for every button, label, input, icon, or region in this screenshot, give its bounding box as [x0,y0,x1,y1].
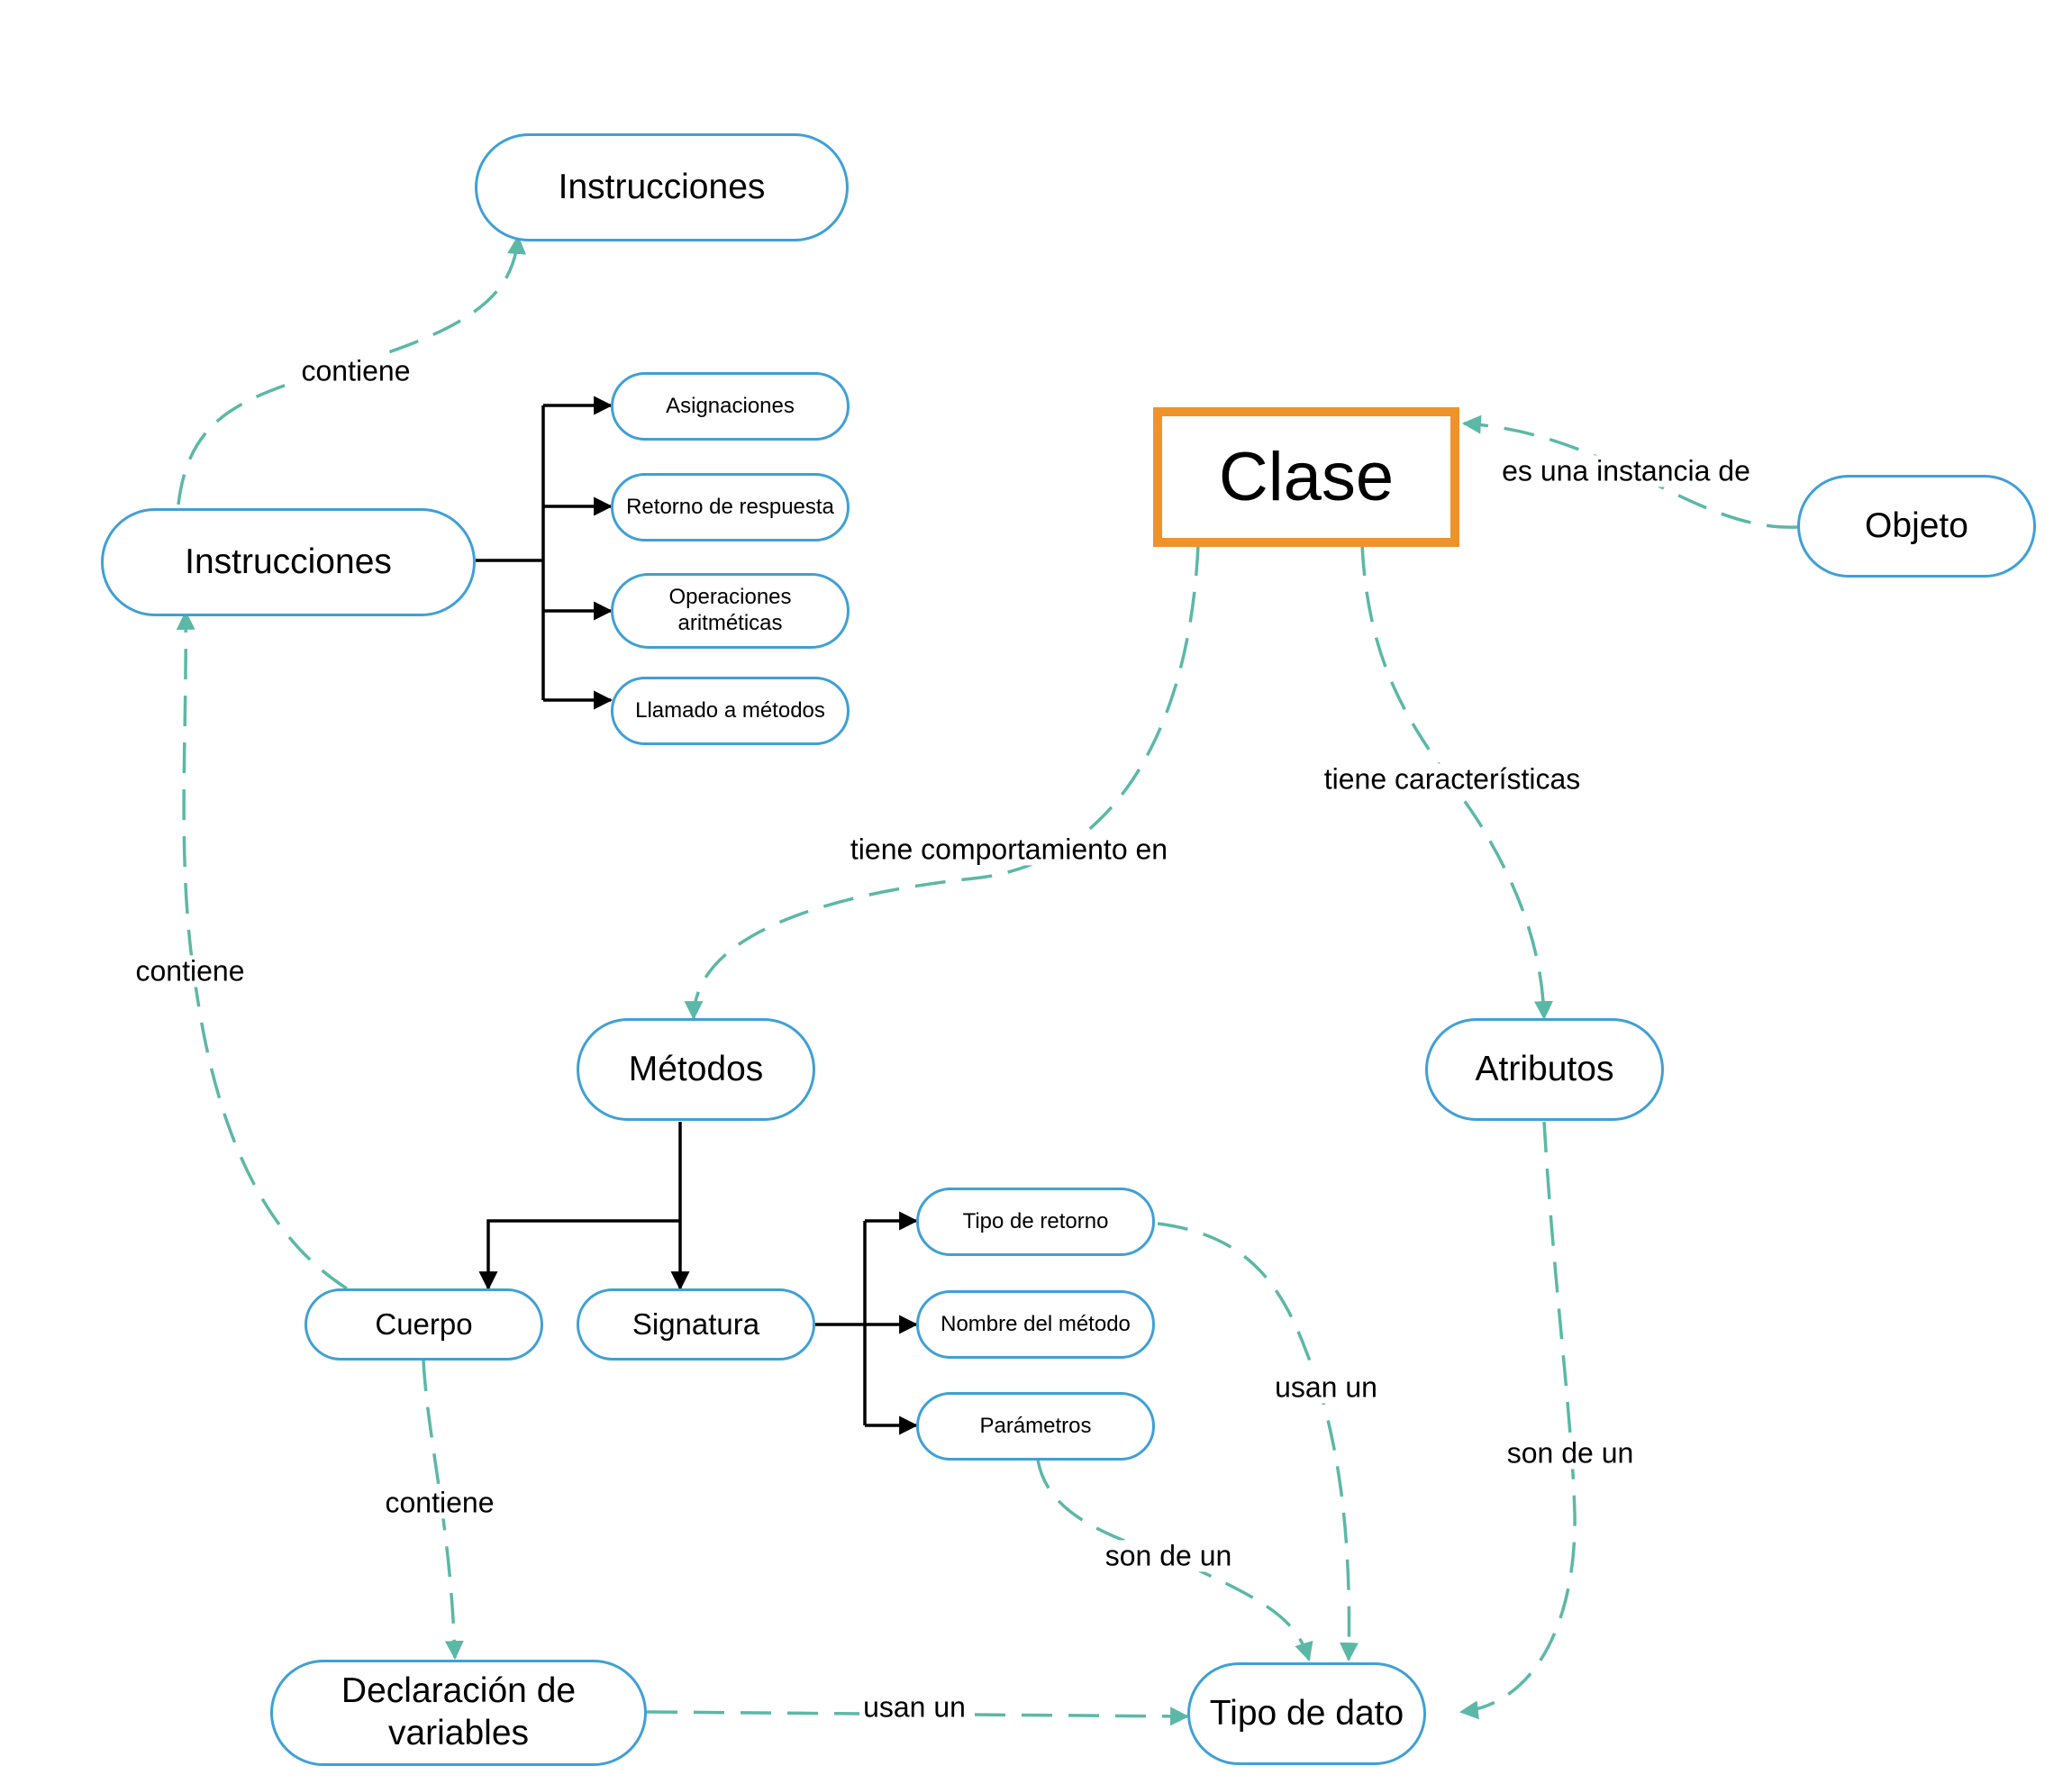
edge-clase-metodos [684,544,1200,1021]
node-signatura[interactable]: Signatura [577,1288,815,1361]
node-declaracion-variables[interactable]: Declaración de variables [270,1660,647,1766]
edge-label-son-de-un-param: son de un [1101,1540,1236,1572]
edge-label-caracteristicas: tiene características [1320,763,1585,796]
edge-label-contiene-bottom: contiene [381,1487,498,1519]
edge-cuerpo-declaracion [422,1360,464,1661]
node-objeto[interactable]: Objeto [1797,475,2036,578]
edge-cuerpo-instrucciones [176,610,348,1290]
edge-clase-atributos [1360,544,1553,1021]
node-llamado-metodos[interactable]: Llamado a métodos [611,677,850,745]
node-tipo-dato[interactable]: Tipo de dato [1187,1662,1426,1765]
node-instrucciones-mid[interactable]: Instrucciones [101,508,476,616]
node-atributos[interactable]: Atributos [1425,1018,1664,1121]
edge-declaracion-tipodato [646,1707,1190,1726]
node-clase[interactable]: Clase [1153,407,1459,547]
node-cuerpo[interactable]: Cuerpo [304,1288,543,1361]
node-parametros[interactable]: Parámetros [916,1392,1155,1461]
edge-label-usan-un-bottom: usan un [859,1691,969,1724]
edge-label-usan-un-right: usan un [1271,1371,1381,1404]
edge-label-son-de-un-attr: son de un [1503,1437,1638,1470]
node-operaciones[interactable]: Operaciones aritméticas [611,573,850,649]
node-instrucciones-top[interactable]: Instrucciones [475,133,849,241]
node-metodos[interactable]: Métodos [577,1018,815,1121]
edge-tiporetorno-tipodato [1157,1222,1359,1662]
node-asignaciones[interactable]: Asignaciones [611,372,850,441]
edge-label-contiene-mid: contiene [132,955,249,988]
edge-label-contiene-top: contiene [297,355,414,387]
edge-atributos-tipodato [1459,1121,1577,1720]
connector-metodos-cuerpo [478,1219,680,1291]
edge-label-instancia: es una instancia de [1498,455,1754,487]
node-retorno-respuesta[interactable]: Retorno de respuesta [611,473,850,542]
node-tipo-retorno[interactable]: Tipo de retorno [916,1188,1155,1256]
edge-label-comportamiento: tiene comportamiento en [846,833,1172,866]
node-nombre-metodo[interactable]: Nombre del método [916,1290,1155,1359]
